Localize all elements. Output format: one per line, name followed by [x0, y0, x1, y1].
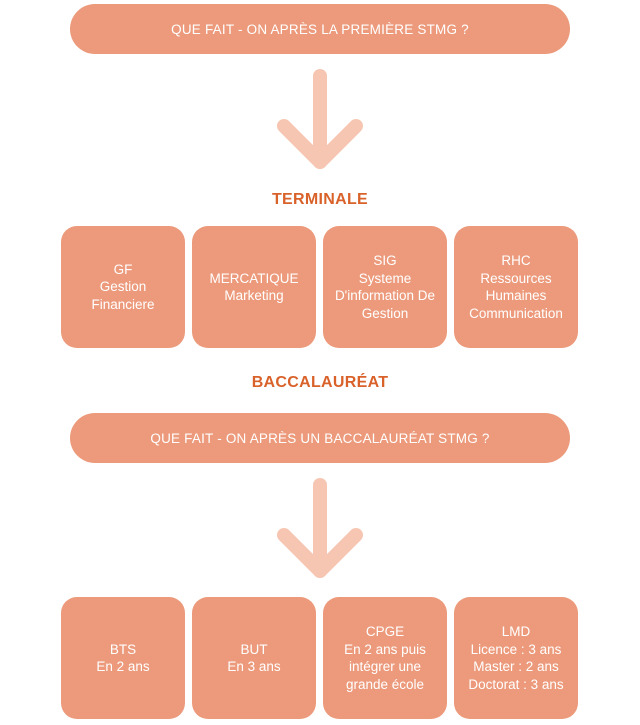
specialty-box-sig: SIG Systeme D'information De Gestion: [323, 226, 447, 348]
box-line: Marketing: [224, 288, 284, 303]
question-pill-premiere: QUE FAIT - ON APRÈS LA PREMIÈRE STMG ?: [70, 4, 570, 54]
studies-box-lmd: LMD Licence : 3 ans Master : 2 ans Docto…: [454, 597, 578, 719]
box-line: En 2 ans: [96, 659, 150, 674]
box-line: Licence : 3 ans: [470, 641, 562, 657]
box-line: Ressources: [480, 270, 552, 286]
box-line: grande école: [345, 676, 425, 692]
specialty-box-mercatique: MERCATIQUE Marketing: [192, 226, 316, 348]
terminale-heading: TERMINALE: [271, 191, 369, 208]
box-line: BUT: [240, 641, 268, 657]
baccalaureat-heading: BACCALAURÉAT: [251, 374, 389, 391]
box-line: CPGE: [365, 624, 405, 639]
box-line: Humaines: [485, 288, 547, 303]
box-line: Financiere: [91, 296, 155, 312]
box-line: En 2 ans puis: [344, 641, 426, 657]
box-line: D'information De: [334, 288, 436, 303]
studies-box-bts: BTS En 2 ans: [61, 597, 185, 719]
question-pill-premiere-text: QUE FAIT - ON APRÈS LA PREMIÈRE STMG ?: [171, 21, 469, 37]
box-line: Gestion: [361, 305, 409, 321]
box-line: Communication: [469, 305, 563, 321]
box-line: LMD: [501, 624, 531, 639]
box-line: SIG: [373, 253, 397, 268]
box-line: En 3 ans: [227, 659, 281, 674]
down-arrow-icon: [277, 69, 363, 169]
studies-box-but: BUT En 3 ans: [192, 597, 316, 719]
box-line: BTS: [109, 641, 137, 657]
studies-box-cpge: CPGE En 2 ans puis intégrer une grande é…: [323, 597, 447, 719]
specialty-box-rhc: RHC Ressources Humaines Communication: [454, 226, 578, 348]
question-pill-baccalaureat-text: QUE FAIT - ON APRÈS UN BACCALAURÉAT STMG…: [150, 430, 490, 446]
box-line: Master : 2 ans: [473, 659, 559, 674]
box-line: intégrer une: [348, 659, 422, 674]
specialty-box-gf: GF Gestion Financiere: [61, 226, 185, 348]
box-line: MERCATIQUE: [209, 270, 299, 286]
down-arrow-icon: [277, 478, 363, 578]
box-line: Systeme: [358, 270, 412, 286]
box-line: Doctorat : 3 ans: [468, 676, 564, 692]
box-line: Gestion: [99, 279, 147, 295]
box-line: RHC: [501, 253, 531, 268]
box-line: GF: [113, 261, 133, 277]
question-pill-baccalaureat: QUE FAIT - ON APRÈS UN BACCALAURÉAT STMG…: [70, 413, 570, 463]
